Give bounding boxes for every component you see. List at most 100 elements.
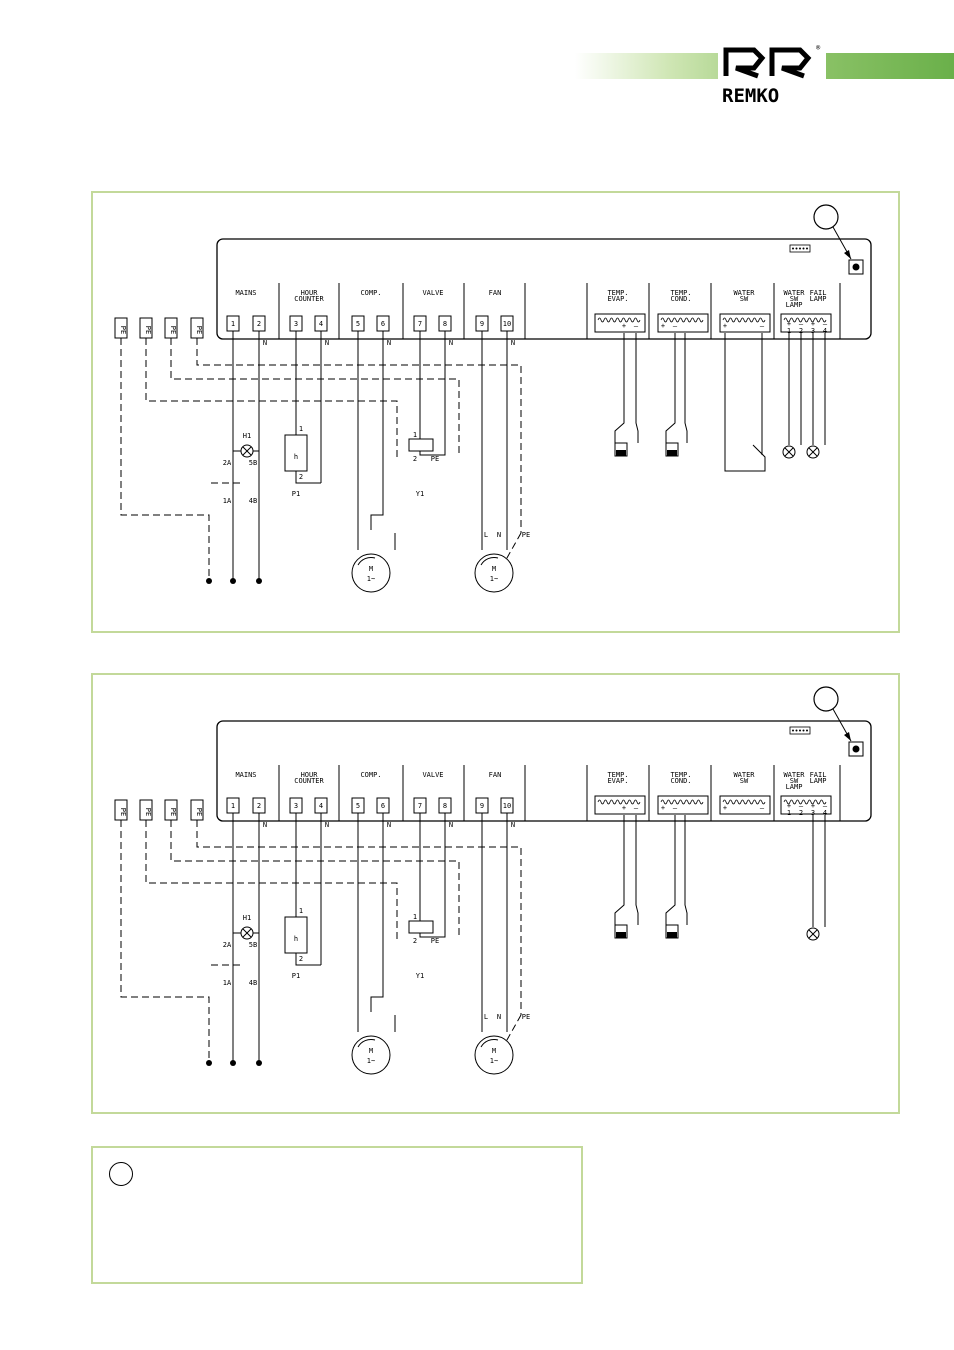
lamp-label: H1: [243, 914, 251, 922]
motor-phase-label: 1~: [367, 1057, 375, 1065]
motor-label: M: [369, 1047, 373, 1055]
hour-counter-label: P1: [292, 490, 300, 498]
motor-label: M: [492, 1047, 496, 1055]
section-label: HOUR: [301, 771, 319, 779]
wire: [419, 451, 446, 456]
pe-label: PE: [169, 808, 177, 816]
terminal-label: 2: [257, 320, 261, 328]
cond-sensor-block: [657, 313, 709, 333]
rotation-arrow-icon: [357, 1039, 376, 1048]
pe-label: PE: [169, 326, 177, 334]
section-label: SW: [740, 295, 749, 303]
lamp-cross: [808, 929, 818, 939]
section-label: SW: [790, 777, 799, 785]
evap-temperature-probe: [614, 333, 639, 457]
probe-tip: [616, 450, 626, 456]
section-label: FAIL: [810, 771, 827, 779]
motor-icon: [474, 1035, 514, 1075]
earth-wire: [502, 532, 522, 566]
wire: [665, 815, 676, 925]
section-label: WATER: [783, 771, 805, 779]
lamp-cross: [242, 928, 252, 938]
coil-symbol: [660, 799, 704, 805]
fan-wire-label: L: [484, 531, 488, 539]
coil-symbol: [783, 799, 827, 805]
neutral-label: N: [325, 339, 329, 347]
pin-label: 2: [413, 455, 417, 463]
sensor-sign: +: [661, 322, 665, 330]
note-box: [91, 1146, 583, 1284]
mains-connection-dot: [206, 578, 212, 584]
callout-marker-circle: [813, 204, 839, 230]
motor-icon: [351, 1035, 391, 1075]
fan-wire-label: N: [497, 1013, 501, 1021]
evap-sensor-block: [594, 795, 646, 815]
section-label: TEMP.: [670, 771, 691, 779]
section-label: SW: [790, 295, 799, 303]
mains-connection-dot: [206, 1060, 212, 1066]
sensor-sign: +: [661, 804, 665, 812]
sensor-terminal-block: [780, 795, 832, 815]
switch-label: 2A: [223, 459, 232, 467]
wire: [295, 471, 321, 484]
section-label: LAMP: [786, 783, 803, 791]
coil-symbol: [722, 317, 766, 323]
rotation-arrow-icon: [480, 557, 499, 566]
section-label: COMP.: [360, 289, 381, 297]
terminal-label: 9: [480, 802, 484, 810]
sensor-terminal-block: [594, 795, 646, 815]
section-label: VALVE: [422, 771, 443, 779]
switch-label: 4B: [249, 979, 257, 987]
section-label: HOUR: [301, 289, 319, 297]
probe-tip: [616, 932, 626, 938]
callout-arrowhead: [844, 732, 851, 741]
fan-wire-label: PE: [522, 1013, 530, 1021]
cond-sensor-block: [657, 795, 709, 815]
pin-label: 2: [299, 473, 303, 481]
section-label: FAIL: [810, 289, 827, 297]
terminal-label: 8: [443, 320, 447, 328]
section-label: COUNTER: [294, 777, 324, 785]
terminal-label: 10: [503, 802, 511, 810]
section-label: FAN: [489, 289, 502, 297]
lamp-cross: [784, 447, 794, 457]
neutral-label: N: [449, 339, 453, 347]
pe-label: PE: [195, 808, 203, 816]
lamp-terminal-number: 2: [799, 327, 803, 335]
pe-label: PE: [119, 326, 127, 334]
connector-pin: [792, 247, 794, 250]
evap-temperature-probe: [614, 815, 639, 939]
wire: [295, 953, 321, 966]
section-label: WATER: [733, 771, 755, 779]
reset-button-dot: [852, 745, 860, 753]
switch-label: 2A: [223, 941, 232, 949]
section-label: MAINS: [235, 771, 256, 779]
terminal-label: 10: [503, 320, 511, 328]
connector-pin: [795, 247, 798, 250]
sensor-sign: +: [622, 804, 626, 812]
neutral-label: N: [511, 339, 515, 347]
mains-connection-dot: [230, 1060, 236, 1066]
section-label: COMP.: [360, 771, 381, 779]
coil-symbol: [597, 317, 641, 323]
lamp-terminal-block: [780, 795, 832, 815]
motor-label: M: [369, 565, 373, 573]
lamp-terminal-number: 4: [823, 809, 827, 817]
section-label: EVAP.: [607, 777, 628, 785]
section-label: COND.: [670, 777, 691, 785]
sensor-terminal-block: [719, 795, 771, 815]
valve-coil-icon: [408, 438, 434, 452]
terminal-label: 2: [257, 802, 261, 810]
hour-symbol: h: [294, 935, 298, 943]
water-switch-block: [719, 313, 771, 333]
terminal-label: 7: [418, 802, 422, 810]
earth-wire: [196, 338, 522, 533]
pin-label: PE: [431, 937, 439, 945]
terminal-label: 5: [356, 320, 360, 328]
lamp-terminal-number: 3: [811, 809, 815, 817]
section-label: COND.: [670, 295, 691, 303]
fan-motor: M1~: [474, 1035, 514, 1075]
connector-pin: [802, 247, 805, 250]
sensor-sign: –: [760, 804, 765, 812]
